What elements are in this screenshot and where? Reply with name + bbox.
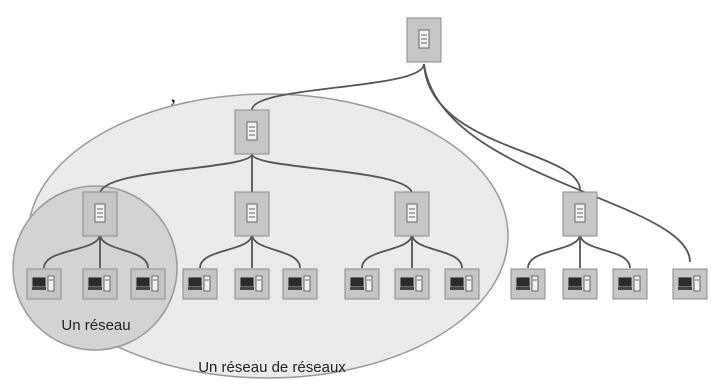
computer-node: [612, 268, 648, 300]
computer-icon: [188, 275, 211, 292]
computer-node: [394, 268, 430, 300]
inner-network-label: Un réseau: [61, 317, 130, 334]
router-icon: [406, 203, 418, 223]
computer-icon: [516, 275, 539, 292]
computer-icon: [350, 275, 373, 292]
link-root-to-router-a: [251, 63, 425, 111]
computer-icon: [568, 275, 591, 292]
computer-node: [282, 268, 318, 300]
computer-icon: [136, 275, 159, 292]
computer-icon: [450, 275, 473, 292]
router-root: [406, 17, 442, 63]
router-a2: [234, 191, 270, 237]
router-icon: [246, 121, 258, 141]
router-a1: [82, 191, 118, 237]
connection-lines: [43, 63, 691, 269]
link-a3-to-pc3: [411, 233, 463, 269]
link-a1-to-pc3: [99, 233, 149, 269]
computer-node: [130, 268, 166, 300]
text-fragment: ,: [170, 82, 177, 107]
router-b: [562, 191, 598, 237]
link-a3-to-pc1: [361, 233, 413, 269]
outer-network-label: Un réseau de réseaux: [198, 359, 346, 376]
computer-node: [82, 268, 118, 300]
computer-node: [444, 268, 480, 300]
computer-node: [234, 268, 270, 300]
link-a1-to-pc1: [43, 233, 101, 269]
link-a2-to-pc1: [199, 233, 253, 269]
computer-node: [344, 268, 380, 300]
router-icon: [574, 203, 586, 223]
link-a-to-router-a3: [251, 153, 413, 195]
computer-node: [182, 268, 218, 300]
computer-icon: [400, 275, 423, 292]
computer-icon: [678, 275, 701, 292]
computer-node: [562, 268, 598, 300]
inner-network-circle: [12, 185, 178, 351]
router-a: [234, 109, 270, 155]
router-a3: [394, 191, 430, 237]
router-icon: [246, 203, 258, 223]
link-root-to-computer-lone: [423, 63, 691, 263]
computer-icon: [32, 275, 55, 292]
link-b-to-pc3: [579, 233, 631, 269]
computer-icon: [618, 275, 641, 292]
router-icon: [418, 29, 430, 49]
router-icon: [94, 203, 106, 223]
link-a-to-router-a1: [99, 153, 253, 195]
computer-node: [672, 268, 708, 300]
computer-icon: [288, 275, 311, 292]
computer-icon: [240, 275, 263, 292]
link-a2-to-pc3: [251, 233, 301, 269]
computer-node: [26, 268, 62, 300]
computer-node: [510, 268, 546, 300]
computer-icon: [88, 275, 111, 292]
link-b-to-pc1: [527, 233, 581, 269]
